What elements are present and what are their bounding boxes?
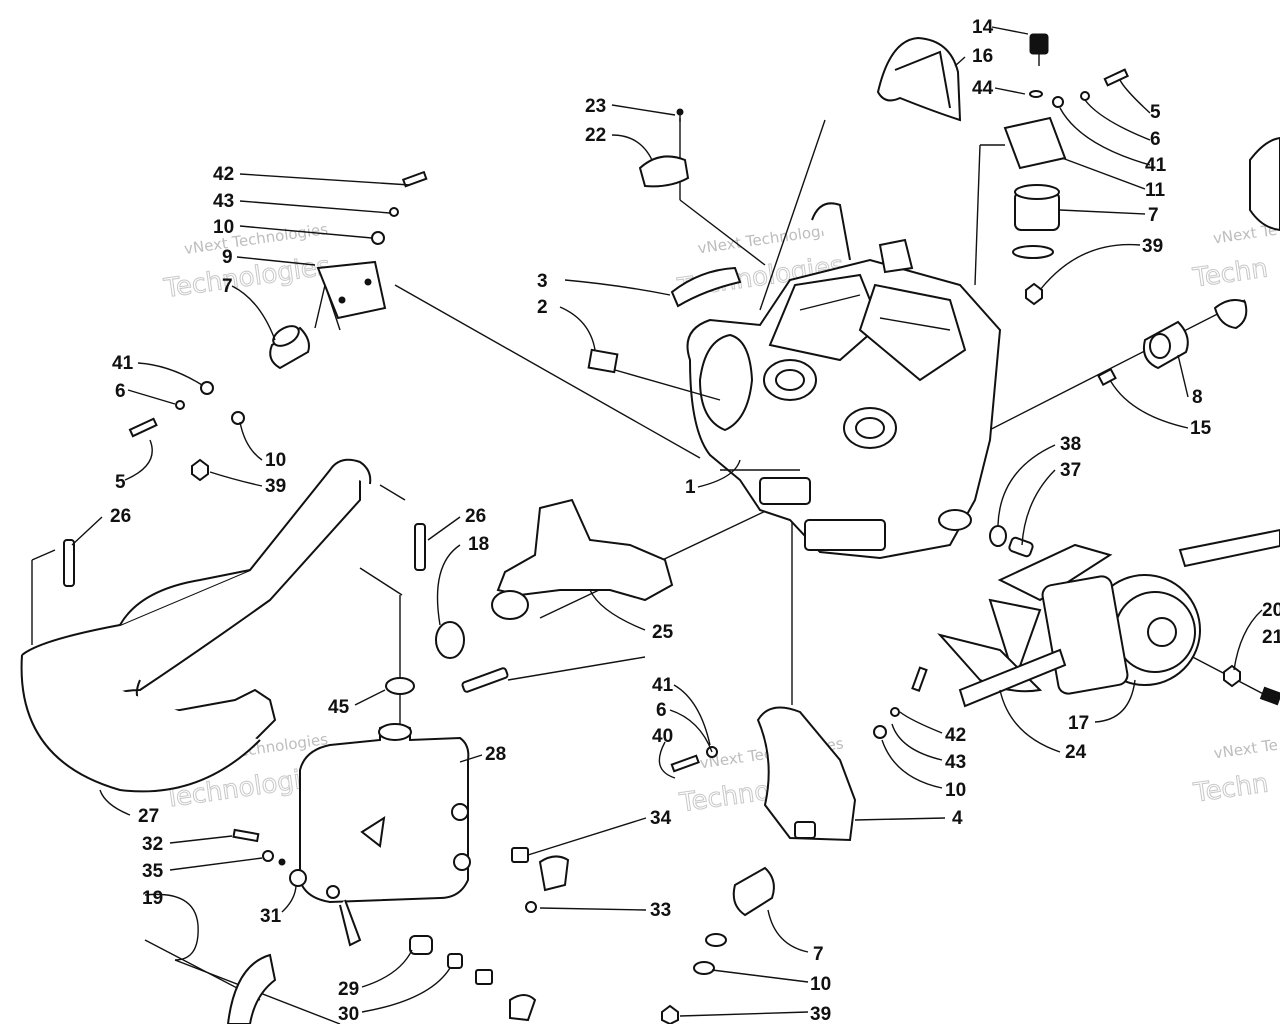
callout-1: 1 [685, 477, 696, 498]
callout-7: 7 [1148, 205, 1159, 226]
callout-26: 26 [110, 506, 131, 527]
callout-14: 14 [972, 17, 994, 38]
callout-33: 33 [650, 900, 671, 921]
callout-16: 16 [972, 46, 993, 67]
callout-42: 42 [945, 725, 966, 746]
callout-29: 29 [338, 979, 359, 1000]
callout-26: 26 [465, 506, 486, 527]
right-edge-partial-parts [1213, 136, 1280, 706]
callout-6: 6 [656, 700, 667, 721]
callout-37: 37 [1060, 460, 1081, 481]
top-rubber-mount [1012, 184, 1060, 306]
drive-belt [958, 528, 1280, 708]
callout-42: 42 [213, 164, 234, 185]
cover-plate [638, 108, 690, 188]
callout-20: 20 [1262, 600, 1280, 621]
callout-15: 15 [1190, 418, 1212, 439]
callout-23: 23 [585, 96, 606, 117]
callout-5: 5 [115, 472, 126, 493]
callout-39: 39 [265, 476, 286, 497]
svg-text:Techn: Techn [1190, 253, 1269, 293]
callout-38: 38 [1060, 434, 1081, 455]
callout-34: 34 [650, 808, 672, 829]
callout-19: 19 [142, 888, 163, 909]
callout-7: 7 [813, 944, 824, 965]
callout-8: 8 [1192, 387, 1203, 408]
callout-31: 31 [260, 906, 282, 927]
exhaust-manifold [435, 498, 674, 659]
muffler [299, 677, 471, 947]
callout-44: 44 [972, 78, 994, 99]
callout-11: 11 [1145, 180, 1166, 201]
callout-18: 18 [468, 534, 489, 555]
exhaust-pipe [20, 458, 372, 793]
callout-4: 4 [952, 808, 963, 829]
callout-17: 17 [1068, 713, 1089, 734]
svg-text:Techn: Techn [1191, 768, 1270, 808]
callout-10: 10 [810, 974, 831, 995]
callout-22: 22 [585, 125, 606, 146]
callout-10: 10 [213, 217, 234, 238]
callout-28: 28 [485, 744, 506, 765]
callout-30: 30 [338, 1004, 359, 1024]
callout-25: 25 [652, 622, 674, 643]
top-mount-bracket [1003, 33, 1129, 170]
spacer-parts [989, 525, 1034, 558]
watermark-top-right: vNext Te Techn [1190, 221, 1278, 294]
callout-7: 7 [222, 276, 233, 297]
callout-43: 43 [213, 191, 234, 212]
left-engine-mount-bracket [316, 260, 387, 320]
watermark-bottom-right: vNext Te Techn [1191, 736, 1279, 809]
callout-10: 10 [945, 780, 966, 801]
callout-10: 10 [265, 450, 286, 471]
left-mount-hardware [128, 170, 428, 482]
intake-plate [876, 36, 962, 122]
callout-9: 9 [222, 247, 233, 268]
callout-5: 5 [1150, 102, 1161, 123]
callout-numbers: 14 16 44 5 6 41 11 7 39 23 22 42 43 10 9… [110, 17, 1280, 1024]
drive-clutch [937, 543, 1201, 695]
callout-39: 39 [1142, 236, 1163, 257]
callout-45: 45 [328, 697, 350, 718]
callout-21: 21 [1262, 627, 1280, 648]
callout-24: 24 [1065, 742, 1087, 763]
engine-block [686, 202, 1002, 560]
callout-43: 43 [945, 752, 966, 773]
callout-41: 41 [1145, 155, 1167, 176]
callout-40: 40 [652, 726, 673, 747]
callout-39: 39 [810, 1004, 831, 1024]
callout-41: 41 [112, 353, 134, 374]
svg-text:vNext Te: vNext Te [1213, 736, 1279, 763]
callout-3: 3 [537, 271, 548, 292]
gasket-strip [670, 266, 742, 308]
callout-6: 6 [115, 381, 126, 402]
lower-engine-mount [661, 666, 928, 1024]
springs [63, 523, 509, 693]
callout-6: 6 [1150, 129, 1161, 150]
left-rubber-mount [269, 325, 310, 370]
callout-27: 27 [138, 806, 159, 827]
callout-2: 2 [537, 297, 548, 318]
decal-label [587, 348, 619, 374]
callout-leader-lines [71, 26, 1263, 1017]
rubber-mount-right [1097, 320, 1189, 387]
callout-35: 35 [142, 861, 164, 882]
svg-text:vNext Technologies: vNext Technologies [183, 220, 329, 258]
callout-32: 32 [142, 834, 163, 855]
callout-41: 41 [652, 675, 674, 696]
muffler-hardware [144, 828, 570, 1024]
